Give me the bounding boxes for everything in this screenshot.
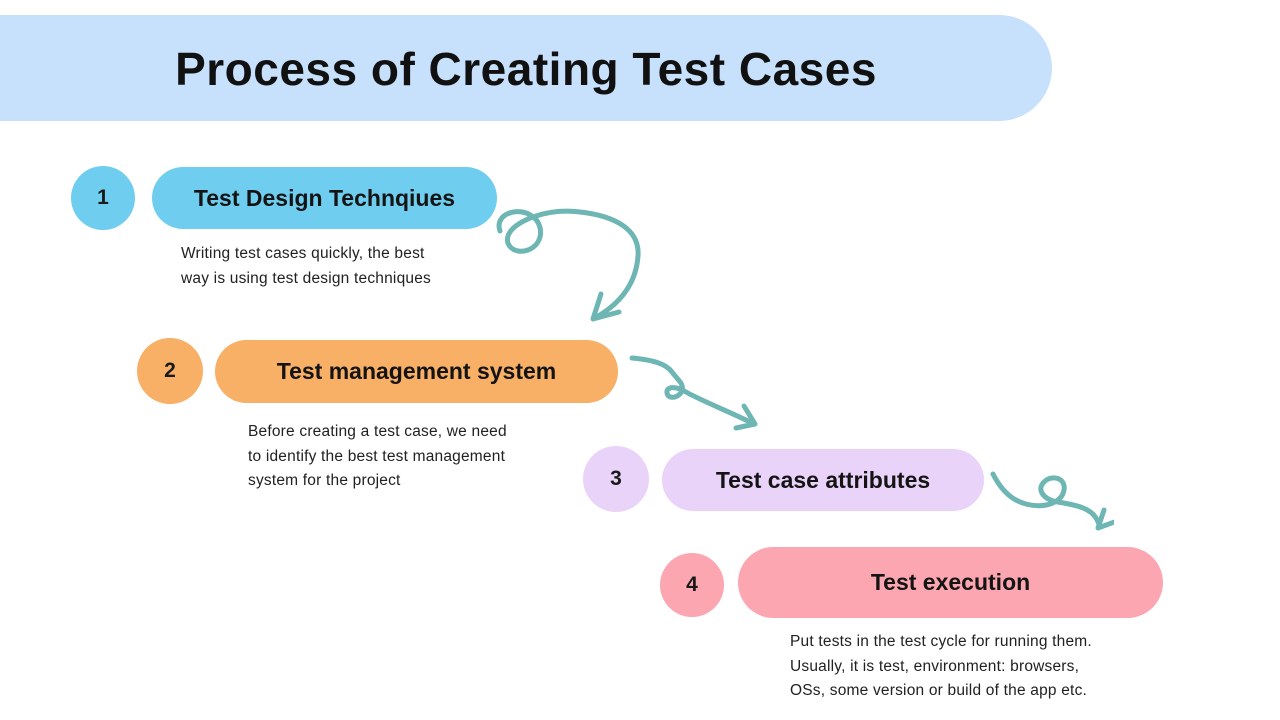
step-2-pill: Test management system [215, 340, 618, 403]
description-line: Usually, it is test, environment: browse… [790, 657, 1080, 675]
description-line: system for the project [248, 472, 401, 489]
description-line: way is using test design techniques [181, 269, 431, 287]
step-4-label: Test execution [870, 569, 1031, 595]
step-4-description: Put tests in the test cycle for running … [790, 630, 1092, 704]
curl-loop-arrow-icon [990, 471, 1114, 531]
step-4-pill: Test execution [738, 547, 1163, 618]
step-3-number-badge: 3 [583, 446, 649, 512]
step-1-pill: Test Design Technqiues [152, 167, 497, 229]
description-line: Put tests in the test cycle for running … [790, 633, 1092, 650]
description-line: OSs, some version or build of the app et… [790, 682, 1088, 699]
loop-swirl-arrow-icon [496, 208, 641, 322]
step-2-label: Test management system [276, 358, 557, 384]
step-2-description: Before creating a test case, we need to … [248, 420, 507, 494]
step-1-label: Test Design Technqiues [193, 184, 456, 211]
header-banner: Process of Creating Test Cases [0, 15, 1052, 121]
description-line: Writing test cases quickly, the best [181, 245, 425, 262]
description-line: Before creating a test case, we need [248, 423, 507, 440]
description-line: to identify the best test management [248, 447, 506, 465]
step-2-number: 2 [164, 359, 176, 382]
step-1-number-badge: 1 [71, 166, 135, 230]
step-4-number-badge: 4 [660, 553, 724, 617]
step-1-number: 1 [97, 186, 109, 209]
step-3-number: 3 [610, 467, 622, 490]
step-3-label: Test case attributes [715, 466, 931, 493]
step-3-pill: Test case attributes [662, 449, 984, 511]
step-1-description: Writing test cases quickly, the best way… [181, 242, 431, 291]
step-4-number: 4 [686, 573, 698, 596]
page-title: Process of Creating Test Cases [175, 43, 877, 95]
zigzag-wave-arrow-icon [629, 355, 758, 431]
step-2-number-badge: 2 [137, 338, 203, 404]
